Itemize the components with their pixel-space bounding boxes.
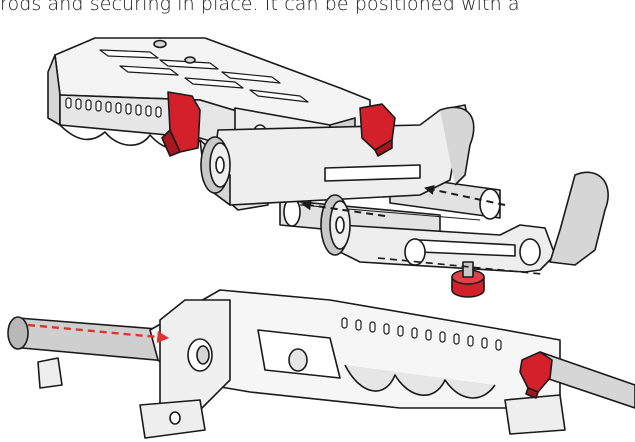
- top-assembly: Z: [47, 37, 609, 298]
- baseplate-top-slots: [99, 49, 309, 103]
- caption-text: rods and securing in place. It can be po…: [0, 0, 520, 15]
- baseplate-screw: [153, 39, 167, 49]
- direction-arrow-icon: [424, 184, 506, 206]
- rear-rod-bracket: [209, 104, 475, 206]
- rear-knurled-knob: [200, 136, 231, 194]
- baseplate-hole-row: [65, 97, 162, 118]
- rod-mount-body: [139, 289, 566, 439]
- mount-hole-row: [341, 317, 502, 351]
- red-clamp-bottom[interactable]: [451, 261, 485, 298]
- direction-arrow-icon: [301, 200, 386, 217]
- red-clamp-left[interactable]: [161, 91, 201, 157]
- insertion-arrows-top: [301, 184, 543, 275]
- front-knurled-knob: [320, 194, 351, 256]
- front-rod-bracket: [339, 171, 609, 273]
- red-lever-bottom[interactable]: [519, 351, 553, 399]
- red-clamp-right[interactable]: [359, 103, 396, 157]
- bottom-assembly: [7, 289, 635, 439]
